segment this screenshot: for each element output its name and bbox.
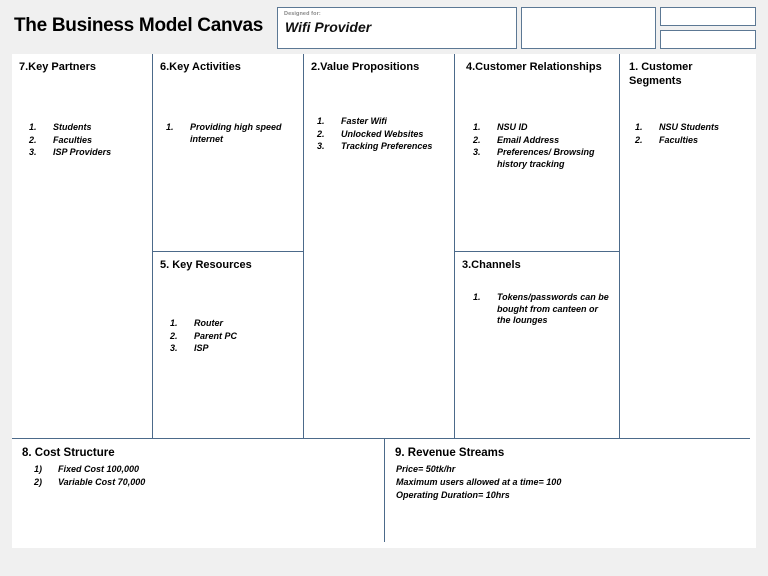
designed-for-field[interactable]: Designed for: Wifi Provider xyxy=(277,7,517,49)
list-item-text: Faculties xyxy=(659,134,699,145)
list-item: Maximum users allowed at a time= 100 xyxy=(396,477,562,487)
canvas-header: The Business Model Canvas Designed for: … xyxy=(0,0,768,50)
list-item-text: Variable Cost 70,000 xyxy=(58,476,146,487)
block-customer-segments[interactable]: 1. Customer Segments 1. NSU Students 2. … xyxy=(620,54,750,439)
customer-segments-list: 1. NSU Students 2. Faculties xyxy=(635,122,750,147)
block-title-key-activities: 6.Key Activities xyxy=(160,61,241,73)
block-key-resources[interactable]: 5. Key Resources 1. Router 2. Parent PC … xyxy=(153,252,304,439)
list-item: 1) Fixed Cost 100,000 xyxy=(34,464,364,476)
list-item: 1. Tokens/passwords can be bought from c… xyxy=(473,292,613,327)
list-item-number: 2. xyxy=(317,128,325,139)
block-title-customer-relationships: 4.Customer Relationships xyxy=(466,61,602,73)
revenue-streams-lines: Price= 50tk/hr Maximum users allowed at … xyxy=(396,463,741,502)
list-item: 2) Variable Cost 70,000 xyxy=(34,477,364,489)
list-item: 1. NSU Students xyxy=(635,122,750,134)
list-item-number: 1. xyxy=(473,292,481,302)
designed-for-value: Wifi Provider xyxy=(285,19,372,35)
block-channels[interactable]: 3.Channels 1. Tokens/passwords can be bo… xyxy=(455,252,620,439)
list-item: 2. Faculties xyxy=(29,135,147,147)
block-title-channels: 3.Channels xyxy=(462,259,521,271)
list-item-text: NSU ID xyxy=(497,122,528,132)
list-item: 2. Unlocked Websites xyxy=(317,129,447,141)
list-item-number: 1. xyxy=(473,122,481,132)
key-partners-list: 1. Students 2. Faculties 3. ISP Provider… xyxy=(29,122,147,160)
block-title-customer-segments: 1. Customer Segments xyxy=(629,61,693,87)
list-item-text: Students xyxy=(53,122,92,132)
block-cost-structure[interactable]: 8. Cost Structure 1) Fixed Cost 100,000 … xyxy=(12,439,385,542)
list-item-text: Providing high speed internet xyxy=(190,122,282,144)
list-item-text: Email Address xyxy=(497,134,560,145)
list-item: 2. Parent PC xyxy=(170,331,298,343)
block-key-activities[interactable]: 6.Key Activities 1. Providing high speed… xyxy=(153,54,304,252)
list-item-number: 3. xyxy=(170,343,178,353)
list-item: 2. Faculties xyxy=(635,135,750,147)
list-item-number: 1) xyxy=(34,464,43,474)
block-title-revenue-streams: 9. Revenue Streams xyxy=(395,447,505,459)
customer-relationships-list: 1. NSU ID 2. Email Address 3. Preference… xyxy=(473,122,613,171)
designed-for-label: Designed for: xyxy=(284,11,321,17)
list-item: 1. Router xyxy=(170,318,298,330)
designed-by-field[interactable] xyxy=(521,7,656,49)
list-item-number: 3. xyxy=(473,147,481,157)
block-title-value-propositions: 2.Value Propositions xyxy=(311,61,420,73)
list-item-number: 3. xyxy=(29,147,37,157)
key-activities-list: 1. Providing high speed internet xyxy=(166,122,296,146)
list-item-text: Tracking Preferences xyxy=(341,141,433,151)
page-title: The Business Model Canvas xyxy=(14,15,264,36)
list-item-text: Faster Wifi xyxy=(341,116,387,126)
list-item: 3. Tracking Preferences xyxy=(317,141,447,153)
list-item: 3. ISP Providers xyxy=(29,147,147,159)
list-item-text: Tokens/passwords can be bought from cant… xyxy=(497,292,609,325)
list-item-number: 1. xyxy=(170,318,178,328)
list-item: Operating Duration= 10hrs xyxy=(396,490,510,500)
list-item: 3. ISP xyxy=(170,343,298,355)
value-propositions-list: 1. Faster Wifi 2. Unlocked Websites 3. T… xyxy=(317,116,447,154)
block-title-cost-structure: 8. Cost Structure xyxy=(22,447,115,459)
block-title-key-resources: 5. Key Resources xyxy=(160,259,252,271)
key-resources-list: 1. Router 2. Parent PC 3. ISP xyxy=(170,318,298,356)
block-revenue-streams[interactable]: 9. Revenue Streams Price= 50tk/hr Maximu… xyxy=(385,439,750,542)
cost-structure-list: 1) Fixed Cost 100,000 2) Variable Cost 7… xyxy=(34,464,364,489)
list-item-number: 2. xyxy=(29,134,37,145)
list-item-text: Fixed Cost 100,000 xyxy=(58,464,140,474)
date-field[interactable] xyxy=(660,7,756,26)
list-item-number: 2. xyxy=(635,134,643,145)
list-item-text: Faculties xyxy=(53,134,93,145)
list-item-text: Router xyxy=(194,318,223,328)
list-item-number: 2) xyxy=(34,476,43,487)
version-field[interactable] xyxy=(660,30,756,49)
list-item: 1. Providing high speed internet xyxy=(166,122,296,145)
list-item-text: NSU Students xyxy=(659,122,720,132)
block-value-propositions[interactable]: 2.Value Propositions 1. Faster Wifi 2. U… xyxy=(304,54,455,439)
list-item-number: 1. xyxy=(166,122,174,132)
list-item-number: 3. xyxy=(317,141,325,151)
list-item: 3. Preferences/ Browsing history trackin… xyxy=(473,147,613,170)
list-item: 2. Email Address xyxy=(473,135,613,147)
list-item-text: Unlocked Websites xyxy=(341,128,424,139)
list-item-text: Preferences/ Browsing history tracking xyxy=(497,147,595,169)
list-item: 1. Faster Wifi xyxy=(317,116,447,128)
list-item-number: 2. xyxy=(473,134,481,145)
canvas-grid: 7.Key Partners 1. Students 2. Faculties … xyxy=(12,54,756,548)
list-item-number: 1. xyxy=(29,122,37,132)
list-item: 1. NSU ID xyxy=(473,122,613,134)
block-title-key-partners: 7.Key Partners xyxy=(19,61,97,73)
list-item-text: Parent PC xyxy=(194,330,238,341)
list-item-number: 2. xyxy=(170,330,178,341)
channels-list: 1. Tokens/passwords can be bought from c… xyxy=(473,292,613,328)
list-item-number: 1. xyxy=(635,122,643,132)
list-item-text: ISP Providers xyxy=(53,147,112,157)
list-item: 1. Students xyxy=(29,122,147,134)
block-customer-relationships[interactable]: 4.Customer Relationships 1. NSU ID 2. Em… xyxy=(455,54,620,252)
list-item-number: 1. xyxy=(317,116,325,126)
list-item-text: ISP xyxy=(194,343,209,353)
block-key-partners[interactable]: 7.Key Partners 1. Students 2. Faculties … xyxy=(12,54,153,439)
list-item: Price= 50tk/hr xyxy=(396,464,456,474)
